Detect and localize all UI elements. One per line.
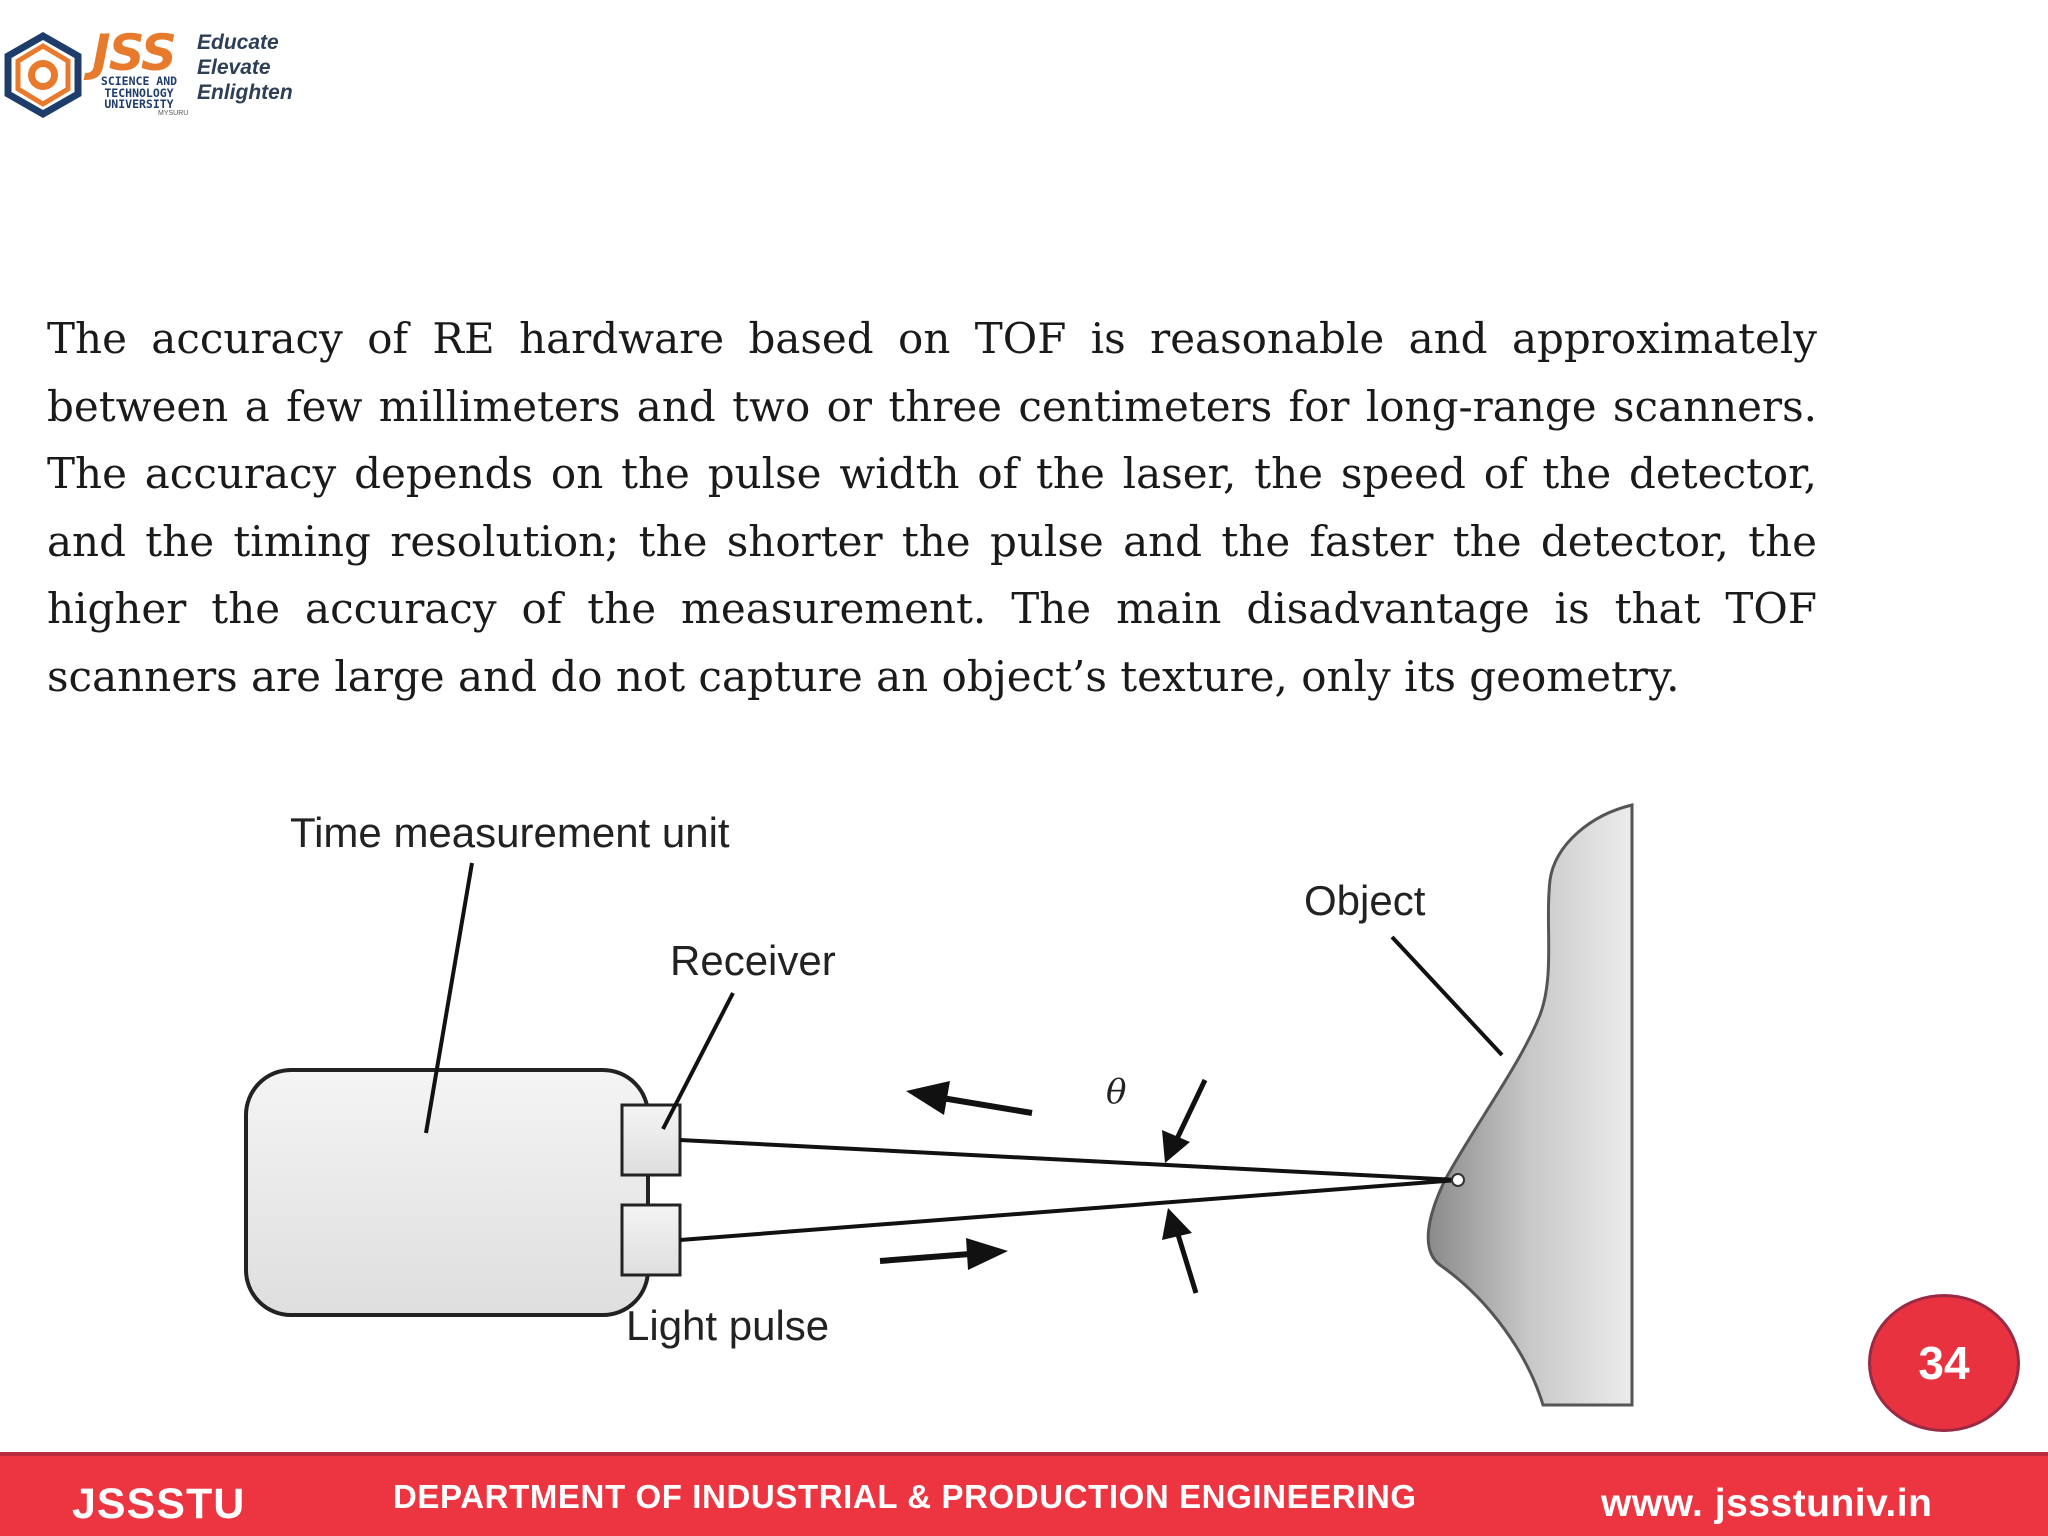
light-pulse-label: Light pulse bbox=[626, 1302, 829, 1349]
object-leader-line bbox=[1390, 935, 1504, 1057]
receiver-label: Receiver bbox=[670, 937, 836, 984]
emitter-block bbox=[620, 1203, 682, 1277]
receiver-leader-line bbox=[661, 992, 735, 1130]
jss-emblem-icon bbox=[4, 32, 82, 118]
tof-scanner-diagram: Time measurement unit Receiver Object θ … bbox=[244, 803, 1634, 1407]
university-logo: JSS SCIENCE AND TECHNOLOGY UNIVERSITY MY… bbox=[0, 24, 320, 124]
time-measurement-unit-label: Time measurement unit bbox=[290, 809, 730, 856]
footer-university-abbrev: JSSSTU bbox=[72, 1480, 246, 1528]
logo-motto: Educate Elevate Enlighten bbox=[197, 31, 293, 104]
footer-bar: JSSSTU DEPARTMENT OF INDUSTRIAL & PRODUC… bbox=[0, 1452, 2048, 1536]
page-number-badge: 34 bbox=[1868, 1294, 2020, 1432]
angle-arrow-top-icon bbox=[1162, 1078, 1208, 1163]
time-measurement-unit-box bbox=[244, 1068, 650, 1317]
outgoing-direction-arrow-icon bbox=[879, 1238, 1008, 1270]
time-unit-leader-line bbox=[424, 862, 474, 1134]
emitted-beam bbox=[679, 1178, 1459, 1242]
theta-label: θ bbox=[1106, 1072, 1126, 1112]
body-paragraph: The accuracy of RE hardware based on TOF… bbox=[47, 314, 1817, 701]
logo-brand-text: JSS bbox=[92, 24, 177, 82]
return-direction-arrow-icon bbox=[906, 1081, 1033, 1116]
object-shape bbox=[1426, 803, 1634, 1407]
object-label: Object bbox=[1304, 877, 1426, 924]
footer-department: DEPARTMENT OF INDUSTRIAL & PRODUCTION EN… bbox=[393, 1478, 1417, 1515]
angle-arrow-bottom-icon bbox=[1162, 1208, 1199, 1294]
logo-subtitle: SCIENCE AND TECHNOLOGY UNIVERSITY bbox=[100, 74, 178, 111]
footer-website: www. jssstuniv.in bbox=[1601, 1482, 1933, 1525]
logo-city: MYSURU bbox=[158, 110, 189, 117]
reflected-beam bbox=[679, 1138, 1459, 1182]
